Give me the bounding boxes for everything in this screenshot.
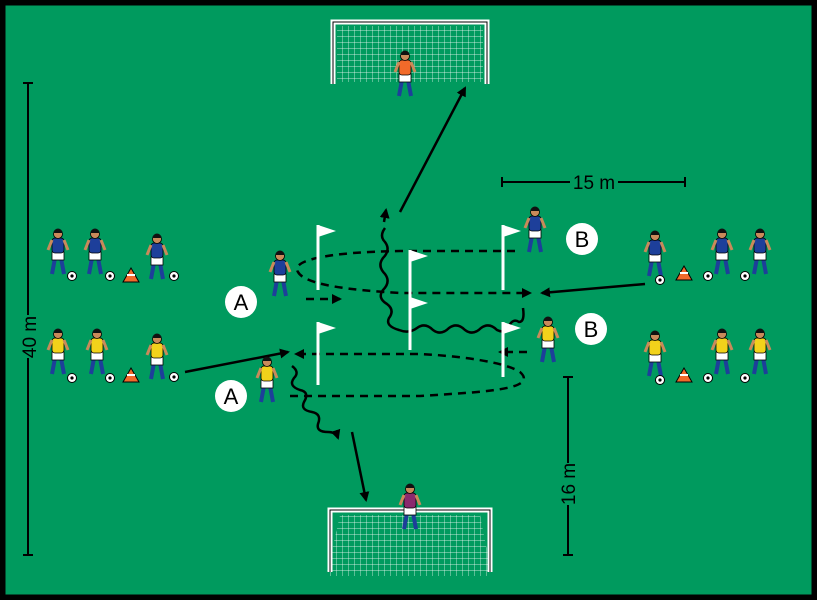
player-yellow-queue	[748, 328, 772, 375]
flag-pole	[501, 322, 521, 377]
label-a-bottom: A	[215, 380, 247, 412]
goalkeeper-bottom	[398, 483, 422, 530]
dashed-runs	[290, 249, 532, 398]
measure-40m	[23, 82, 33, 556]
soccer-ball	[169, 271, 179, 281]
training-cone	[122, 366, 140, 383]
soccer-ball	[703, 271, 713, 281]
player-yellow-queue	[710, 328, 734, 375]
soccer-ball	[655, 375, 665, 385]
player-b-blue	[523, 206, 547, 253]
training-cone	[675, 264, 693, 281]
player-blue-queue	[46, 228, 70, 275]
training-cone	[675, 366, 693, 383]
flag-pole	[316, 322, 336, 385]
soccer-ball	[105, 373, 115, 383]
player-b-yellow	[536, 316, 560, 363]
soccer-ball	[67, 271, 77, 281]
measure-15m-label: 15 m	[573, 173, 615, 194]
goalkeeper-top	[393, 50, 417, 97]
soccer-ball	[740, 271, 750, 281]
svg-text:A: A	[234, 290, 249, 315]
soccer-ball	[105, 271, 115, 281]
player-a-yellow	[255, 356, 279, 403]
measure-16m	[563, 376, 573, 556]
soccer-ball	[703, 373, 713, 383]
player-blue-queue	[710, 228, 734, 275]
flag-pole	[316, 225, 336, 290]
soccer-ball	[740, 373, 750, 383]
svg-text:B: B	[575, 227, 590, 252]
flag-pole	[501, 225, 521, 290]
player-yellow-queue	[85, 328, 109, 375]
measure-16m-label: 16 m	[559, 463, 580, 505]
label-b-top: B	[566, 223, 598, 255]
player-blue-queue	[145, 233, 169, 280]
measure-15m	[501, 177, 686, 187]
training-cone	[122, 266, 140, 283]
player-blue-queue	[643, 230, 667, 277]
measure-40m-label: 40 m	[20, 316, 41, 358]
flag-pole	[408, 250, 428, 350]
dribble-paths	[290, 208, 525, 440]
player-yellow-queue	[46, 328, 70, 375]
soccer-ball	[169, 372, 179, 382]
soccer-ball	[655, 275, 665, 285]
solid-passes	[184, 86, 646, 502]
svg-text:A: A	[224, 384, 239, 409]
player-yellow-queue	[145, 333, 169, 380]
player-yellow-queue	[643, 330, 667, 377]
label-b-bottom: B	[575, 313, 607, 345]
soccer-ball	[67, 373, 77, 383]
label-a-top: A	[225, 286, 257, 318]
player-blue-queue	[748, 228, 772, 275]
bottom-goal	[326, 507, 493, 576]
player-blue-queue	[83, 228, 107, 275]
player-a-blue	[268, 250, 292, 297]
svg-text:B: B	[584, 317, 599, 342]
